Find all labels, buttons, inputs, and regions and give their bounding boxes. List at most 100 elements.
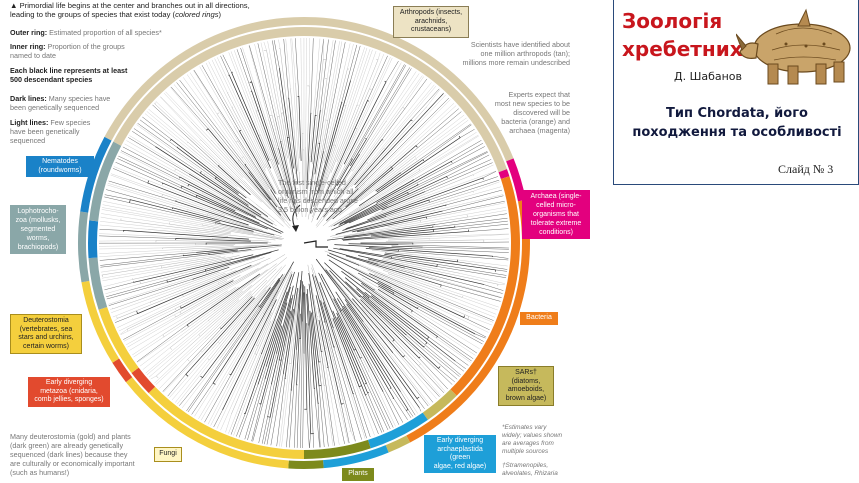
tree-tip xyxy=(474,333,486,339)
tree-branch xyxy=(387,220,422,227)
inner-ring-nematodes-b xyxy=(89,141,122,222)
label-arthropods: Arthropods (insects,arachnids, crustacea… xyxy=(393,6,469,38)
tree-tip xyxy=(415,279,499,308)
tree-tip xyxy=(426,342,465,372)
tree-tip xyxy=(163,93,192,123)
tree-tip xyxy=(355,262,496,318)
tree-tip xyxy=(367,55,388,101)
tree-branch xyxy=(332,310,370,394)
tree-tip xyxy=(459,273,505,284)
tree-tip xyxy=(99,249,182,254)
tree-tip xyxy=(358,386,379,435)
header-arrow-icon: ▲ xyxy=(10,1,18,10)
tree-branch xyxy=(382,269,463,298)
tree-branch xyxy=(139,261,231,285)
tree-tip xyxy=(389,105,457,166)
tree-branch xyxy=(310,312,322,387)
tree-tip xyxy=(133,128,201,174)
tree-branch xyxy=(330,294,370,372)
tree-tip xyxy=(128,137,190,175)
tree-branch xyxy=(162,245,234,250)
tree-tip xyxy=(412,310,478,354)
tree-branch xyxy=(338,183,419,226)
course-title-line1: Зоологія xyxy=(622,9,723,33)
tree-tip xyxy=(300,321,303,448)
outer-ring-deuterostomia xyxy=(81,280,120,363)
tree-branch xyxy=(209,208,242,221)
tree-branch xyxy=(333,178,414,227)
tree-branch xyxy=(380,198,459,222)
tree-branch xyxy=(249,81,279,165)
tree-tip xyxy=(279,333,294,447)
tree-tip xyxy=(458,186,502,199)
tree-tip xyxy=(179,377,203,406)
tree-tip xyxy=(454,360,466,369)
tree-branch xyxy=(335,183,365,213)
tree-tip xyxy=(289,349,297,448)
tree-branch xyxy=(348,205,388,224)
tree-tip xyxy=(108,272,207,305)
tree-tip xyxy=(323,385,334,446)
tree-tip xyxy=(310,38,314,114)
tree-branch xyxy=(387,273,457,299)
species-rings xyxy=(77,16,530,470)
tree-tip xyxy=(120,329,128,335)
tree-branch xyxy=(278,148,298,217)
tree-tip xyxy=(313,388,320,448)
tree-branch xyxy=(344,277,370,299)
tree-branch xyxy=(324,262,361,298)
tree-tip xyxy=(423,346,460,377)
tree-tip xyxy=(367,393,385,432)
tree-tip xyxy=(189,72,218,115)
tree-tip xyxy=(204,374,232,423)
tree-tip xyxy=(242,47,273,141)
tree-tip xyxy=(418,151,488,186)
label-plants: Plants xyxy=(342,468,374,481)
tree-branch xyxy=(162,287,237,338)
tree-branch xyxy=(290,88,298,172)
tree-tip xyxy=(398,244,509,249)
tree-branch xyxy=(116,270,237,319)
tree-branch xyxy=(309,78,328,203)
tree-tip xyxy=(248,45,269,120)
tree-tip xyxy=(327,367,345,444)
tree-branch xyxy=(329,252,360,266)
tree-branch xyxy=(185,230,276,241)
tree-branch xyxy=(365,248,399,252)
tree-tip xyxy=(244,366,267,440)
tree-tip xyxy=(148,334,199,378)
tree-tip xyxy=(225,413,232,433)
tree-tip xyxy=(419,407,422,412)
tree-branch xyxy=(309,310,319,404)
tree-branches xyxy=(98,37,509,448)
tree-tip xyxy=(258,383,272,443)
tree-of-life-diagram xyxy=(77,16,530,470)
tree-branch xyxy=(239,104,285,201)
tree-tip xyxy=(107,184,188,210)
tree-tip xyxy=(176,82,249,173)
tree-tip xyxy=(341,404,350,444)
tree-tip xyxy=(326,48,371,178)
tree-branch xyxy=(336,158,353,187)
tree-branch xyxy=(305,85,310,182)
tree-tip xyxy=(111,269,231,313)
tree-branch xyxy=(385,239,485,243)
tree-tip xyxy=(323,295,375,436)
tree-branch xyxy=(222,257,288,313)
tree-tip xyxy=(356,57,391,130)
tree-tip xyxy=(411,248,509,253)
tree-tip xyxy=(106,269,206,297)
tree-branch xyxy=(341,308,395,399)
tree-branch xyxy=(292,288,299,335)
tree-tip xyxy=(393,114,465,171)
tree-tip xyxy=(367,135,479,205)
tree-branch xyxy=(123,230,249,240)
tree-tip xyxy=(187,74,244,157)
tree-branch xyxy=(377,281,476,335)
tree-tip xyxy=(120,150,189,185)
tree-branch xyxy=(198,299,240,336)
tree-tip xyxy=(139,310,215,367)
tree-tip xyxy=(112,168,148,184)
tree-branch xyxy=(316,179,357,228)
